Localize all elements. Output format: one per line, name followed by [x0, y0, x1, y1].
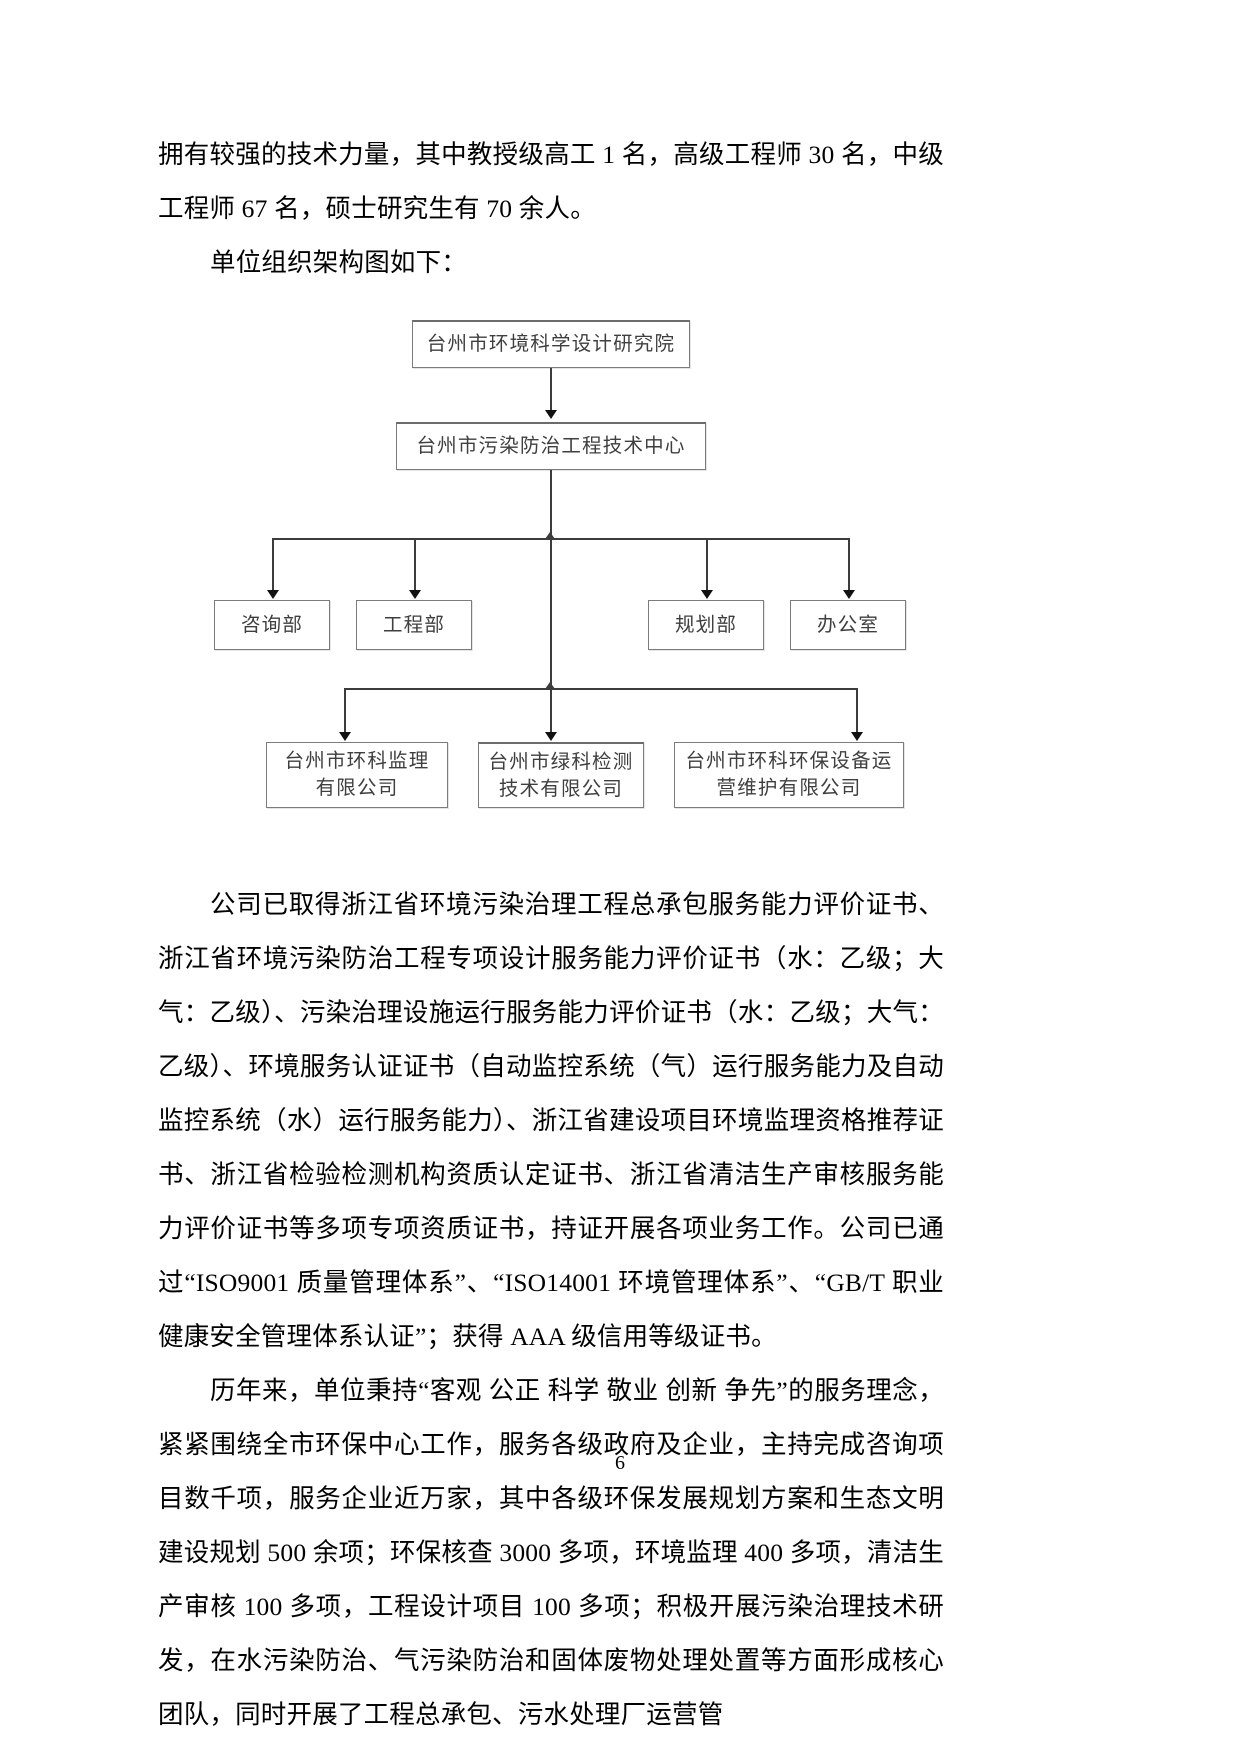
connector-drop-sub-2	[550, 688, 552, 734]
arrowhead-icon-sub-3	[851, 732, 863, 741]
org-node-pollution-center: 台州市污染防治工程技术中心	[396, 422, 706, 470]
arrowhead-icon-bus-up	[545, 532, 555, 539]
org-node-subsidiary-testing: 台州市绿科检测 技术有限公司	[478, 742, 644, 808]
paragraph-technical-strength: 拥有较强的技术力量，其中教授级高工 1 名，高级工程师 30 名，中级工程师 6…	[158, 140, 944, 223]
connector-drop-sub-3	[856, 688, 858, 734]
connector-institute-to-center	[550, 368, 552, 412]
arrowhead-icon-sub-2	[545, 732, 557, 741]
connector-department-bus	[272, 538, 848, 540]
arrowhead-icon-dept-3	[701, 590, 713, 599]
paragraph-org-chart-intro: 单位组织架构图如下：	[210, 248, 468, 277]
org-node-department-consulting: 咨询部	[214, 600, 330, 650]
connector-drop-dept-4	[848, 538, 850, 592]
connector-drop-dept-1	[272, 538, 274, 592]
org-node-department-engineering: 工程部	[356, 600, 472, 650]
org-chart: 台州市环境科学设计研究院 台州市污染防治工程技术中心 咨询部 工程部	[158, 298, 944, 808]
page-content: 拥有较强的技术力量，其中教授级高工 1 名，高级工程师 30 名，中级工程师 6…	[158, 128, 944, 1742]
connector-drop-sub-1	[344, 688, 346, 734]
paragraph-certifications: 公司已取得浙江省环境污染治理工程总承包服务能力评价证书、浙江省环境污染防治工程专…	[158, 890, 944, 1351]
connector-center-trunk	[550, 470, 552, 538]
page-number: 6	[615, 1452, 625, 1474]
connector-drop-dept-3	[706, 538, 708, 592]
arrowhead-icon-dept-1	[267, 590, 279, 599]
org-node-department-planning: 规划部	[648, 600, 764, 650]
org-node-department-office: 办公室	[790, 600, 906, 650]
arrowhead-icon-center	[545, 410, 557, 419]
paragraph-history-services: 历年来，单位秉持“客观 公正 科学 敬业 创新 争先”的服务理念，紧紧围绕全市环…	[158, 1376, 944, 1729]
arrowhead-icon-dept-2	[409, 590, 421, 599]
arrowhead-icon-dept-4	[843, 590, 855, 599]
connector-center-to-subsidiary-trunk	[550, 538, 552, 688]
connector-subsidiary-bus	[344, 688, 856, 690]
org-node-subsidiary-equipment: 台州市环科环保设备运 营维护有限公司	[674, 742, 904, 808]
arrowhead-icon-sub-1	[339, 732, 351, 741]
connector-drop-dept-2	[414, 538, 416, 592]
org-node-subsidiary-supervision: 台州市环科监理 有限公司	[266, 742, 448, 808]
arrowhead-icon-subsidiary-bus-up	[545, 682, 555, 689]
org-node-institute: 台州市环境科学设计研究院	[412, 320, 690, 368]
